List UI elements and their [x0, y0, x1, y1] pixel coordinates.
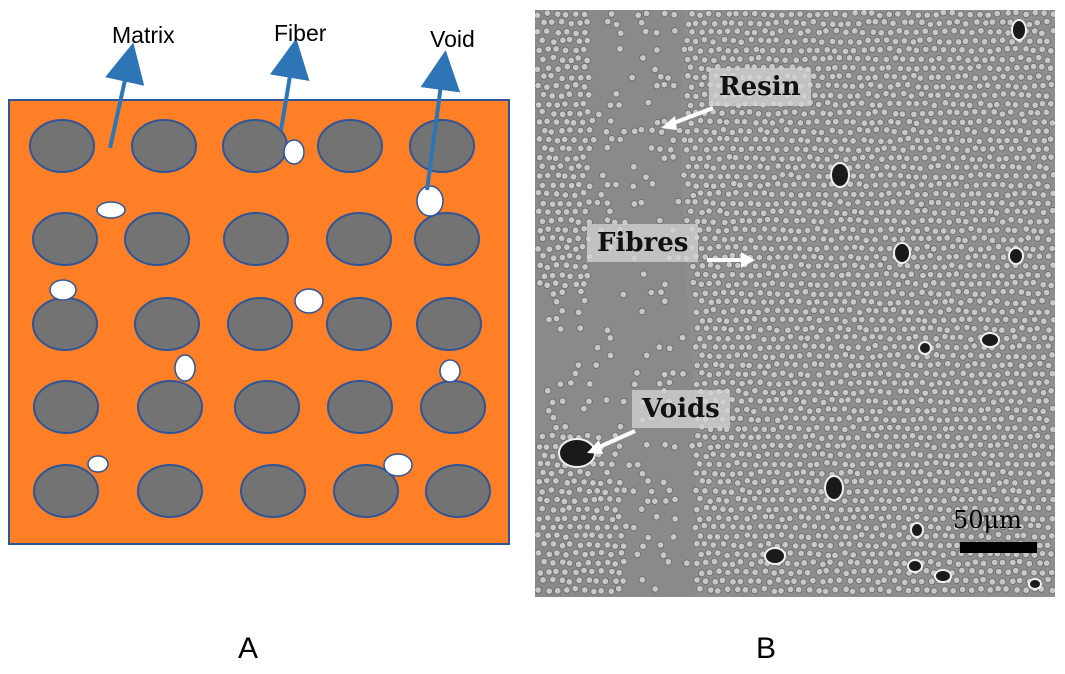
fiber-cross-section	[420, 380, 486, 434]
fiber-group	[29, 119, 491, 518]
fiber-cross-section	[124, 212, 190, 266]
micrograph-void	[1028, 578, 1042, 590]
fiber-cross-section	[32, 297, 98, 351]
fiber-cross-section	[222, 119, 288, 173]
void-pore	[283, 139, 305, 165]
fiber-cross-section	[33, 380, 99, 434]
fiber-cross-section	[223, 212, 289, 266]
fiber-cross-section	[29, 119, 95, 173]
fiber-cross-section	[137, 464, 203, 518]
fiber-cross-section	[414, 212, 480, 266]
micrograph-void	[1011, 19, 1027, 41]
scale-bar-label: 50μm	[953, 506, 1022, 534]
fiber-cross-section	[131, 119, 197, 173]
micrograph-void	[918, 341, 932, 355]
micrograph-void	[830, 162, 850, 188]
void-pore	[96, 201, 126, 219]
fiber-cross-section	[333, 464, 399, 518]
micrograph-void	[893, 242, 911, 264]
fiber-cross-section	[326, 297, 392, 351]
void-group	[49, 139, 461, 477]
micrograph-void	[907, 559, 923, 573]
void-callout: Void	[430, 26, 475, 52]
scale-bar-line	[960, 542, 1037, 553]
fiber-cross-section	[409, 119, 475, 173]
micrograph-void	[980, 332, 1000, 348]
micrograph-void	[910, 522, 924, 538]
void-pore	[294, 288, 324, 314]
fiber-cross-section	[234, 380, 300, 434]
fiber-cross-section	[227, 297, 293, 351]
micrograph-void	[934, 569, 952, 583]
fiber-cross-section	[317, 119, 383, 173]
void-pore	[174, 354, 196, 382]
fiber-cross-section	[326, 212, 392, 266]
micrograph-void	[1008, 247, 1024, 265]
void-pore	[87, 455, 109, 473]
panel-b-label: B	[756, 632, 777, 665]
micrograph-void	[824, 475, 844, 501]
matrix-callout: Matrix	[112, 22, 175, 48]
fiber-cross-section	[327, 380, 393, 434]
matrix-arrow	[105, 42, 145, 149]
fiber-cross-section	[416, 297, 482, 351]
void-pore	[416, 185, 444, 217]
fiber-arrow	[269, 38, 310, 131]
fiber-cross-section	[137, 380, 203, 434]
panel-a-label: A	[238, 632, 259, 665]
void-pore	[383, 453, 413, 477]
voids-tag: Voids	[632, 390, 730, 428]
fiber-cross-section	[425, 464, 491, 518]
fiber-callout: Fiber	[274, 20, 327, 46]
void-pore	[439, 359, 461, 383]
resin-tag: Resin	[709, 68, 811, 106]
micrograph-void	[764, 547, 786, 565]
voids-arrow	[587, 429, 636, 454]
fiber-cross-section	[32, 212, 98, 266]
fiber-cross-section	[33, 464, 99, 518]
composite-schematic	[8, 38, 510, 545]
resin-arrow	[661, 106, 714, 130]
fiber-cross-section	[240, 464, 306, 518]
void-arrow	[420, 50, 461, 191]
void-pore	[49, 279, 77, 301]
fibres-arrow	[707, 252, 755, 268]
fibres-tag: Fibres	[587, 224, 699, 262]
fiber-cross-section	[134, 297, 200, 351]
